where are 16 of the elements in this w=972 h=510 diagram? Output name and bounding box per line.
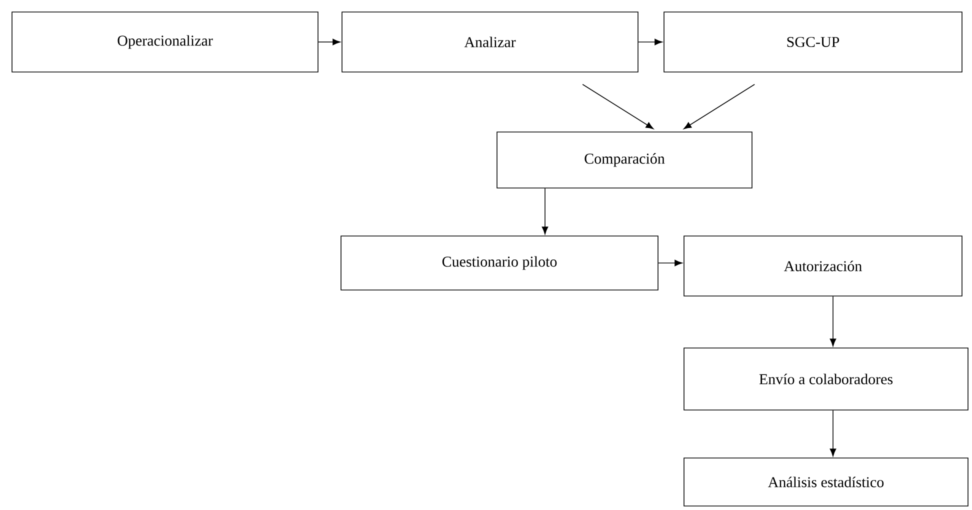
process-box: Comparación	[496, 132, 752, 188]
process-box: Operacionalizar	[12, 12, 318, 72]
process-box: Cuestionario piloto	[340, 236, 658, 290]
arrow	[658, 260, 682, 266]
process-box: Autorización	[684, 236, 962, 296]
arrow	[638, 38, 662, 46]
arrow	[830, 410, 836, 456]
arrow	[830, 296, 836, 346]
arrow	[542, 188, 548, 234]
process-box: SGC-UP	[664, 12, 962, 72]
process-box: Envío a colaboradores	[684, 348, 968, 410]
arrow	[684, 84, 755, 130]
arrow	[318, 38, 340, 46]
arrow	[582, 84, 654, 130]
process-box: Analizar	[342, 12, 638, 72]
process-box: Análisis estadístico	[684, 458, 968, 506]
